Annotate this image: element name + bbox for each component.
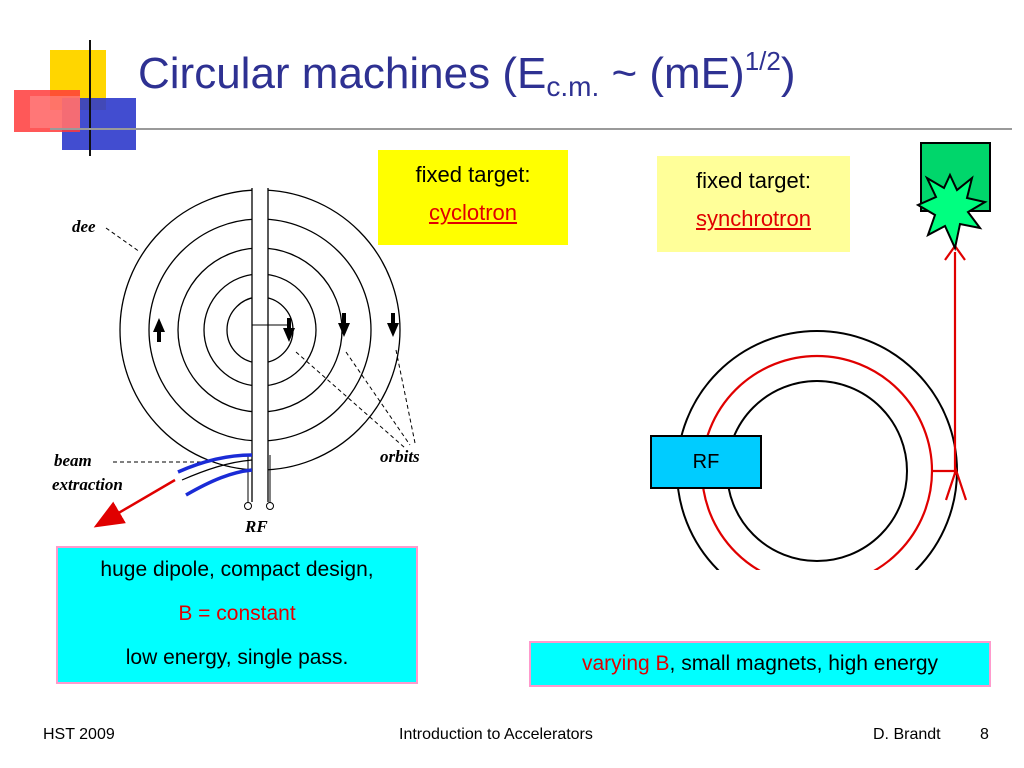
cyclotron-diagram: dee beam extraction orbits RF: [52, 188, 420, 536]
cyclotron-box-line1: fixed target:: [415, 162, 531, 187]
slide-title: Circular machines (Ec.m. ~ (mE)1/2): [138, 48, 796, 101]
title-main: Circular machines (E: [138, 49, 547, 98]
dee-label: dee: [72, 217, 96, 236]
synchrotron-rf-label: RF: [692, 451, 720, 473]
title-subscript: c.m.: [546, 71, 600, 102]
collision-burst-icon: [915, 172, 988, 252]
synchrotron-link[interactable]: synchrotron: [696, 206, 811, 231]
extraction-label: extraction: [52, 475, 123, 494]
cyclotron-rf-label: RF: [244, 517, 268, 536]
footer-author: D. Brandt: [873, 726, 941, 743]
title-superscript: 1/2: [744, 46, 781, 76]
title-middle: ~ (mE): [599, 49, 745, 98]
orbits-label: orbits: [380, 447, 420, 466]
page-number: 8: [980, 726, 989, 743]
footer-center: Introduction to Accelerators: [399, 726, 593, 743]
cyclotron-note-3: low energy, single pass.: [125, 646, 349, 669]
cyclotron-notes: huge dipole, compact design, B = constan…: [56, 546, 418, 684]
synchrotron-heading-box: fixed target: synchrotron: [657, 156, 850, 252]
beam-label: beam: [54, 451, 92, 470]
synchrotron-note-red: varying B: [581, 652, 670, 675]
title-divider: [50, 128, 1012, 130]
cyclotron-heading-box: fixed target: cyclotron: [378, 150, 568, 245]
synchrotron-note-rest: , small magnets, high energy: [669, 652, 938, 675]
footer-left: HST 2009: [43, 726, 115, 743]
title-end: ): [780, 49, 796, 98]
cyclotron-note-1: huge dipole, compact design,: [100, 558, 374, 581]
synchrotron-box-line1: fixed target:: [696, 168, 811, 193]
cyclotron-note-2: B = constant: [178, 602, 296, 625]
synchrotron-diagram: [676, 142, 991, 570]
cyclotron-link[interactable]: cyclotron: [428, 200, 518, 225]
rf-cavity-box: RF: [650, 435, 762, 489]
synchrotron-notes: varying B, small magnets, high energy: [529, 641, 991, 687]
